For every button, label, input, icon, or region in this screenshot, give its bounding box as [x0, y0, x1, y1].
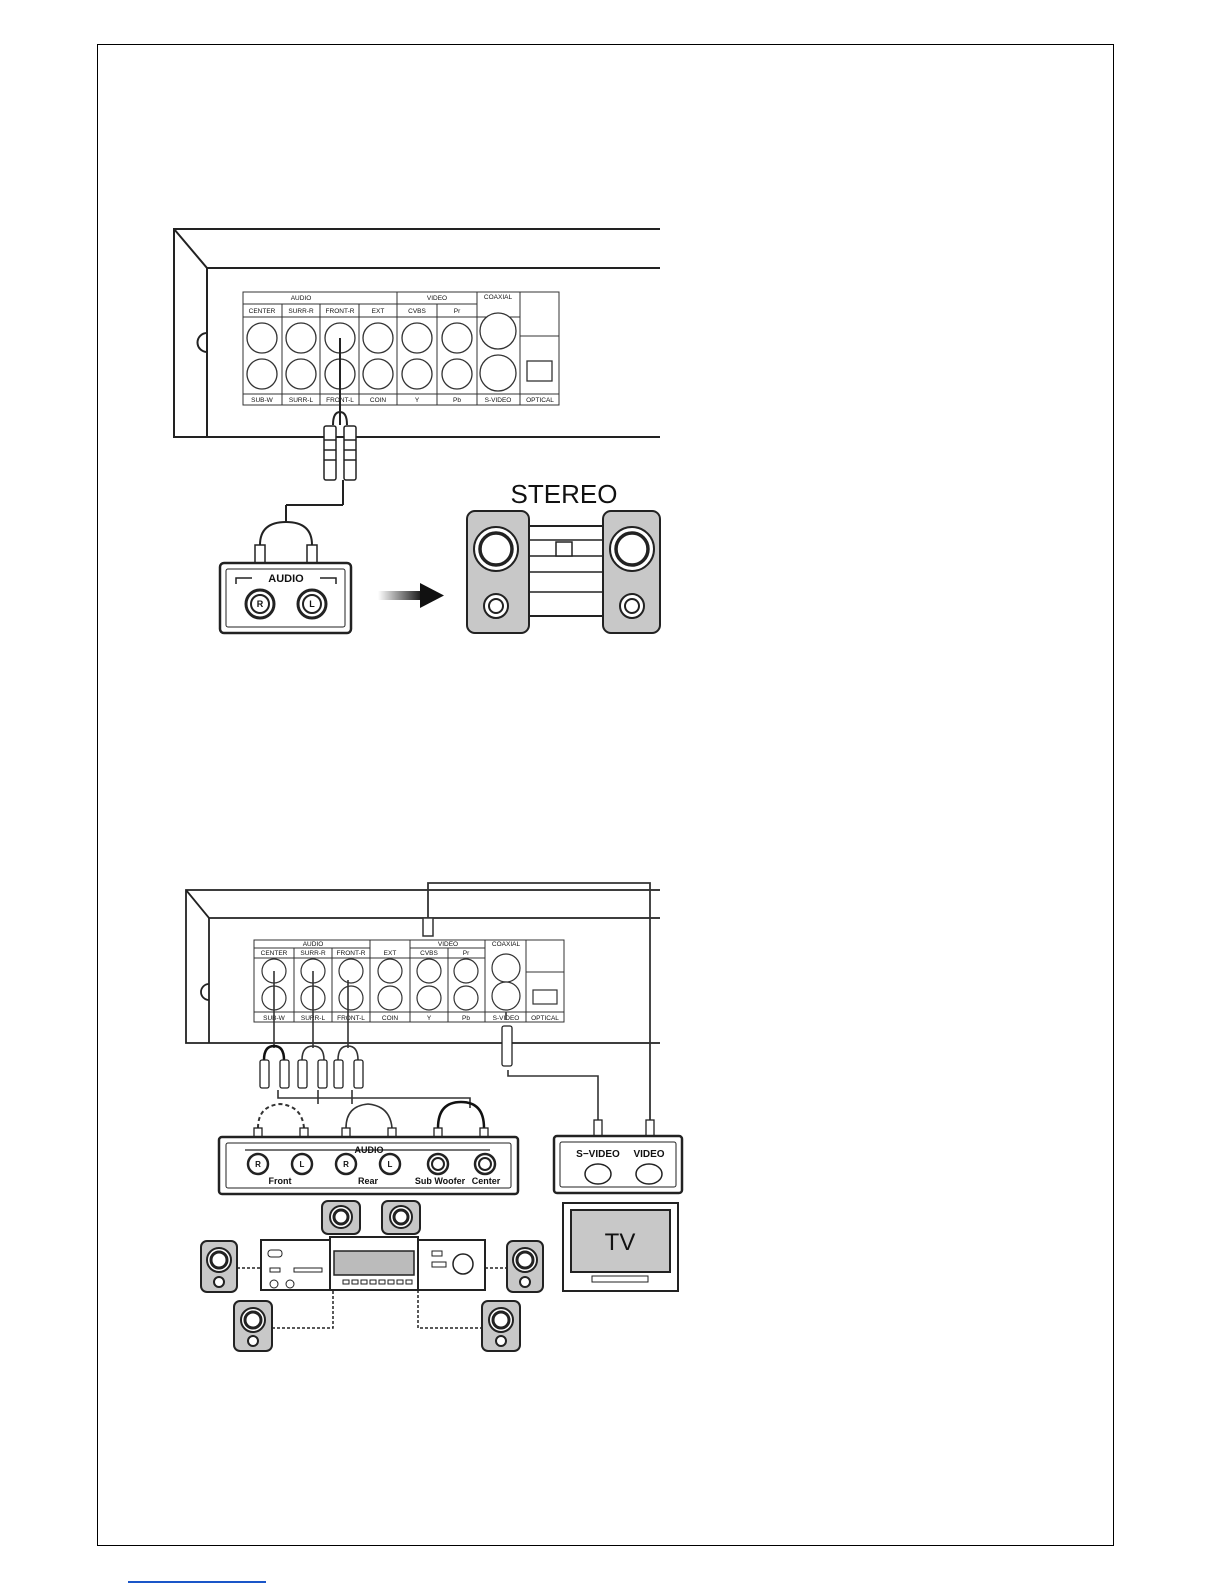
label-coin-2: COIN: [382, 1015, 399, 1022]
front-l-jack-label: L: [300, 1160, 305, 1169]
label-front-r-2: FRONT-R: [337, 950, 366, 957]
label-video-group: VIDEO: [427, 295, 447, 302]
label-sub-w: SUB-W: [251, 397, 274, 404]
label-coaxial-group-2: COAXIAL: [492, 941, 521, 948]
label-cvbs: CVBS: [408, 308, 426, 315]
label-y: Y: [415, 397, 420, 404]
label-surr-r-2: SURR-R: [300, 950, 326, 957]
surround-audio-input-box: AUDIO R L R L Front Rear Sub Woofer Cent…: [219, 1137, 518, 1194]
rear-group-label: Rear: [358, 1176, 379, 1186]
label-front-r: FRONT-R: [326, 308, 355, 315]
label-surr-r: SURR-R: [288, 308, 314, 315]
label-video-group-2: VIDEO: [438, 941, 458, 948]
label-center: CENTER: [249, 308, 276, 315]
panel-jacks: [247, 313, 552, 391]
label-coin: COIN: [370, 397, 387, 404]
label-optical: OPTICAL: [526, 397, 554, 404]
tv-label: TV: [605, 1229, 636, 1256]
label-surr-l: SURR-L: [289, 397, 314, 404]
speaker-front-left-icon: [201, 1241, 237, 1292]
front-group-label: Front: [269, 1176, 292, 1186]
speaker-rear-left-icon: [234, 1301, 272, 1351]
speaker-front-right-icon: [507, 1241, 543, 1292]
svideo-label: S−VIDEO: [576, 1149, 620, 1160]
jack-l-label: L: [309, 599, 315, 609]
diagram-surround-connection: AUDIO VIDEO COAXIAL CENTER SURR-R FRONT-…: [186, 883, 682, 1351]
label-s-video: S-VIDEO: [485, 397, 512, 404]
rear-r-jack-label: R: [343, 1160, 349, 1169]
label-front-l-2: FRONT-L: [337, 1015, 365, 1022]
audio-label: AUDIO: [268, 573, 304, 585]
label-audio-group: AUDIO: [291, 295, 312, 302]
speaker-center-right-icon: [382, 1201, 420, 1234]
tv-video-input-box: S−VIDEO VIDEO: [554, 1136, 682, 1193]
label-ext-2: EXT: [384, 950, 397, 957]
arrow-icon: [378, 583, 444, 608]
label-y-2: Y: [427, 1015, 432, 1022]
tv-icon: TV: [563, 1203, 678, 1291]
label-pb-2: Pb: [462, 1015, 470, 1022]
subwoofer-group-label: Sub Woofer: [415, 1176, 466, 1186]
label-audio-group-2: AUDIO: [303, 941, 324, 948]
label-cvbs-2: CVBS: [420, 950, 438, 957]
label-pb: Pb: [453, 397, 461, 404]
speaker-center-left-icon: [322, 1201, 360, 1234]
av-receiver-icon: [261, 1237, 485, 1290]
rear-l-jack-label: L: [388, 1160, 393, 1169]
label-ext: EXT: [372, 308, 385, 315]
center-group-label: Center: [472, 1176, 501, 1186]
label-coaxial-group: COAXIAL: [484, 294, 513, 301]
label-pr: Pr: [454, 308, 461, 315]
diagram-stereo-connection: AUDIO VIDEO COAXIAL CENTER SURR-R FRONT-…: [174, 229, 660, 633]
label-center-2: CENTER: [261, 950, 288, 957]
audio-input-box: AUDIO R L: [220, 563, 351, 633]
front-r-jack-label: R: [255, 1160, 261, 1169]
speaker-rear-right-icon: [482, 1301, 520, 1351]
stereo-system-icon: STEREO: [467, 479, 660, 633]
video-label: VIDEO: [633, 1149, 664, 1160]
label-pr-2: Pr: [463, 950, 470, 957]
jack-r-label: R: [257, 599, 264, 609]
surround-audio-label: AUDIO: [355, 1145, 384, 1155]
label-optical-2: OPTICAL: [531, 1015, 559, 1022]
stereo-title: STEREO: [511, 479, 618, 509]
